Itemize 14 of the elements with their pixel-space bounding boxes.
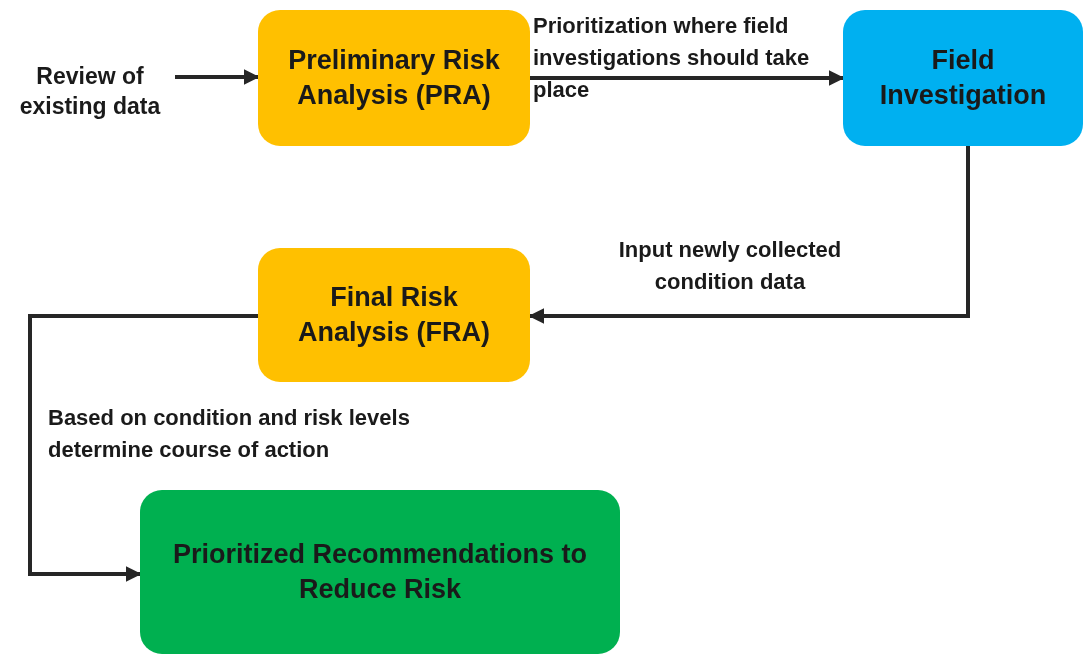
box-label: Prioritized Recommendations to Reduce Risk [171, 537, 589, 606]
arrow [28, 314, 258, 582]
arrow [530, 70, 845, 86]
box-label: Final Risk Analysis (FRA) [296, 280, 491, 349]
process-box [140, 490, 620, 654]
start-text: Review of existing data [18, 62, 162, 121]
box-label: Field Investigation [878, 43, 1048, 112]
arrow [175, 69, 260, 85]
process-box [258, 248, 530, 382]
process-box [258, 10, 530, 146]
arrow [528, 146, 970, 324]
process-box [843, 10, 1083, 146]
box-label: Preliminary Risk Analysis (PRA) [287, 43, 501, 112]
edge-label: Prioritization where field investigations should take place [533, 12, 811, 104]
